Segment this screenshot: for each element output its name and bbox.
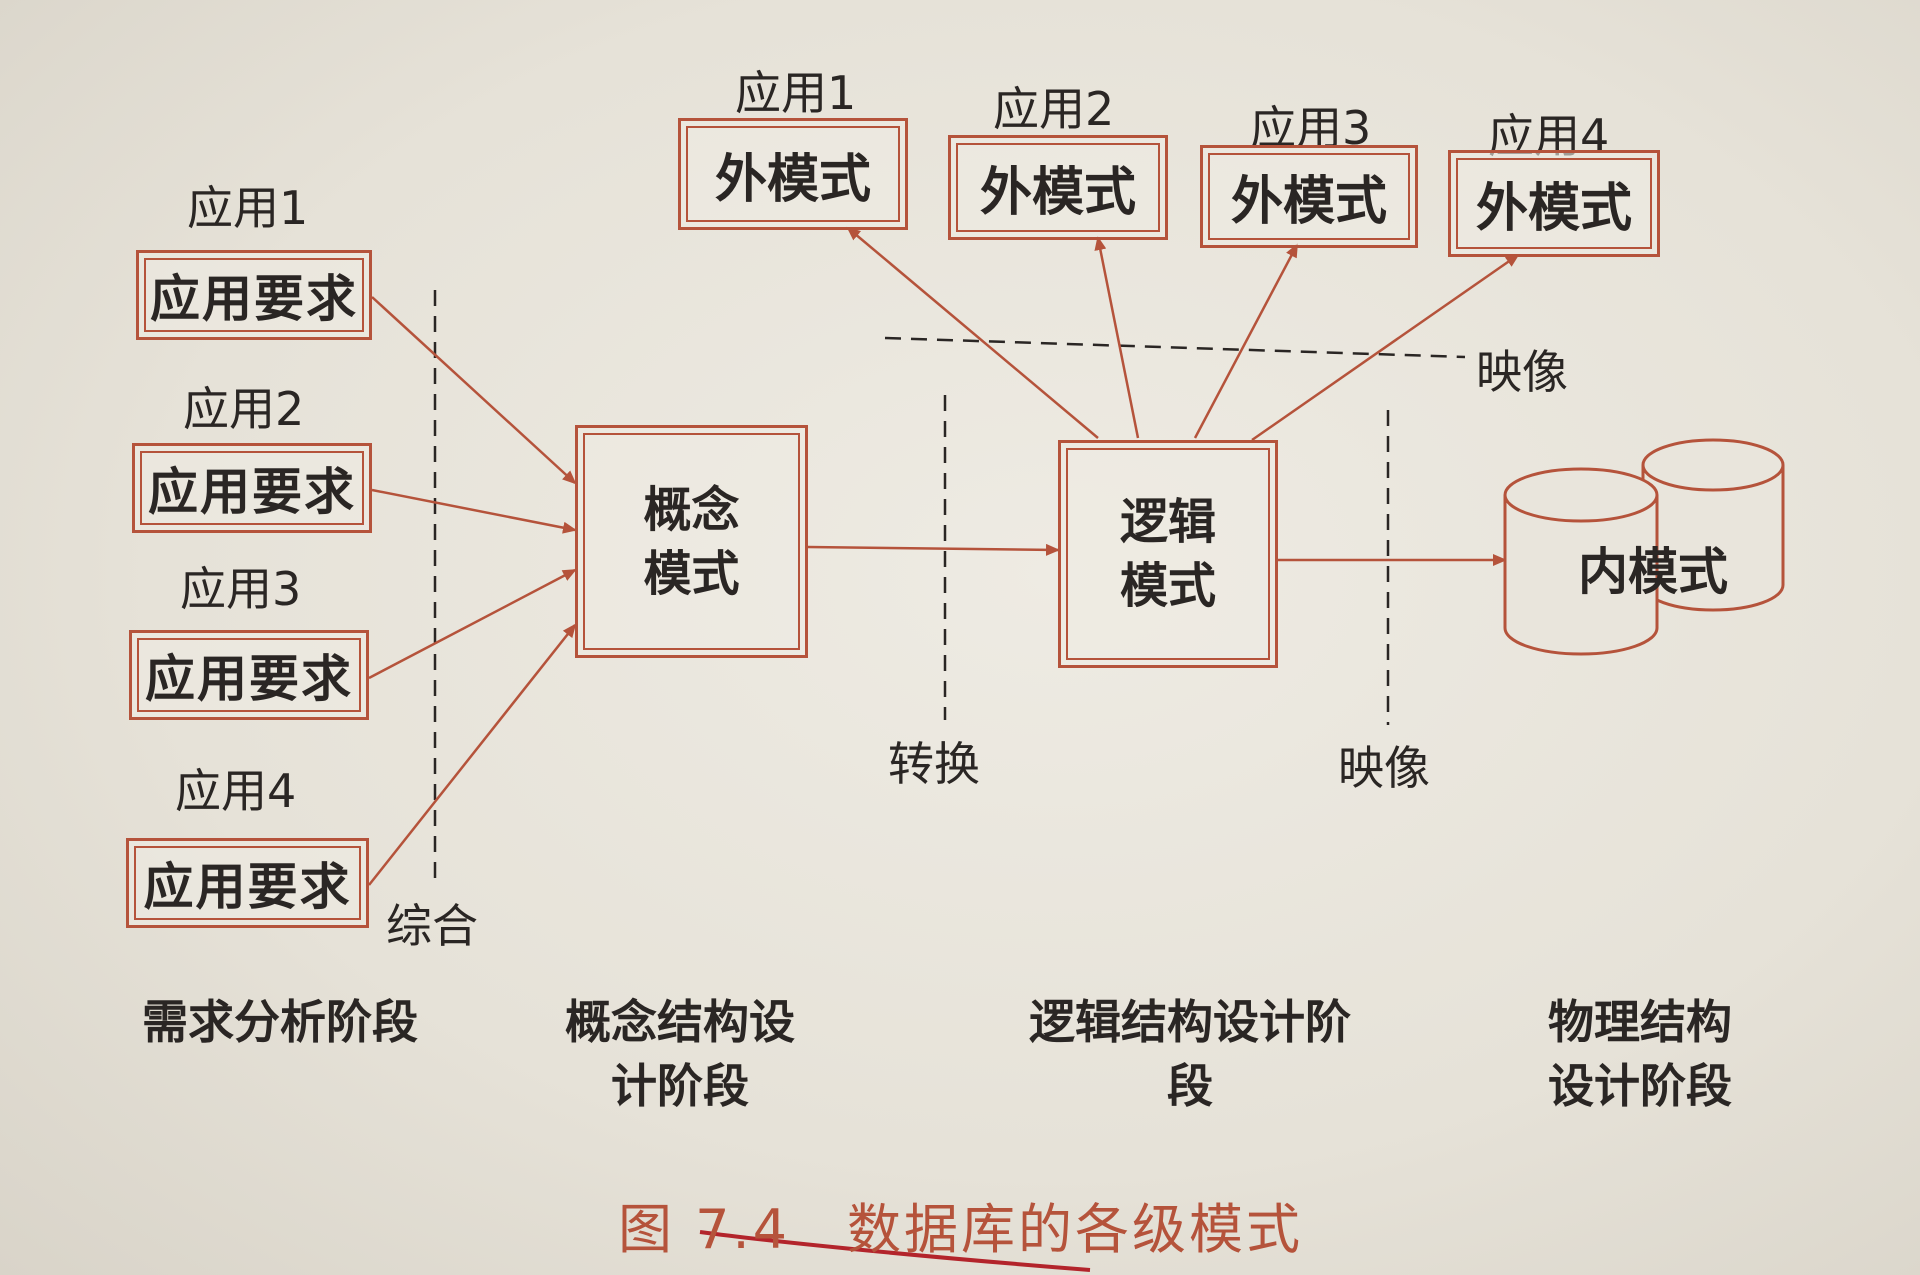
- mapping-label-top: 映像: [1476, 345, 1568, 399]
- left-app-label: 应用3: [180, 562, 302, 616]
- requirement-box: 应用要求: [126, 838, 369, 928]
- arrow-req2: [371, 488, 577, 534]
- synthesis-label: 综合: [386, 899, 478, 953]
- pen-underline: [699, 1230, 1091, 1272]
- top-app-label: 应用2: [993, 82, 1115, 136]
- arrow-req3: [368, 568, 577, 680]
- cylinder-back: [1641, 438, 1785, 612]
- mapping-divider-top: [884, 336, 1466, 359]
- stage-requirements: 需求分析阶段: [142, 995, 418, 1049]
- arrow-logical-ext1: [846, 226, 1099, 439]
- arrow-logical-ext3: [1193, 243, 1299, 439]
- stage-physical: 物理结构设计阶段: [1548, 995, 1732, 1113]
- left-app-label: 应用1: [187, 181, 309, 235]
- requirement-box: 应用要求: [132, 443, 372, 533]
- requirement-box: 应用要求: [129, 630, 369, 720]
- conceptual-schema-box: 概念模式: [575, 425, 808, 658]
- requirement-box: 应用要求: [136, 250, 372, 340]
- internal-schema-label: 内模式: [1578, 543, 1728, 601]
- external-schema-box: 外模式: [678, 118, 908, 230]
- arrow-logical-ext4: [1251, 253, 1520, 442]
- conceptual-schema-label: 概念模式: [643, 481, 740, 602]
- arrow-req4: [368, 623, 577, 886]
- cylinder-front: [1503, 467, 1659, 656]
- logical-schema-box: 逻辑模式: [1058, 440, 1278, 668]
- external-schema-box: 外模式: [1448, 150, 1660, 257]
- arrow-logical-ext2: [1094, 236, 1140, 439]
- figure-caption: 图 7.4 数据库的各级模式: [618, 1198, 1304, 1261]
- external-schema-box: 外模式: [948, 135, 1168, 240]
- transform-label: 转换: [888, 737, 980, 791]
- top-app-label: 应用1: [735, 66, 857, 120]
- logical-schema-label: 逻辑模式: [1119, 494, 1216, 614]
- left-app-label: 应用4: [175, 764, 297, 818]
- mapping-label-bottom: 映像: [1338, 741, 1430, 795]
- arrow-req1: [371, 296, 577, 485]
- stage-conceptual: 概念结构设计阶段: [565, 995, 795, 1113]
- stage-logical: 逻辑结构设计阶段: [1029, 995, 1351, 1113]
- external-schema-box: 外模式: [1200, 145, 1418, 248]
- left-app-label: 应用2: [183, 382, 305, 436]
- arrow-concept-logical: [807, 543, 1060, 556]
